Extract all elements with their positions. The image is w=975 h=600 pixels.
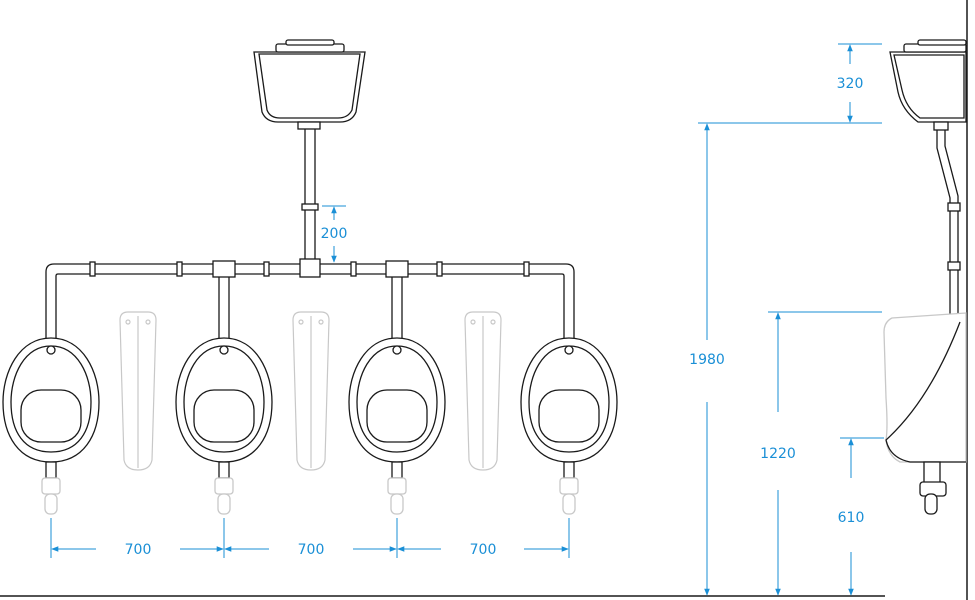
divider-2 bbox=[292, 311, 330, 471]
divider-3 bbox=[464, 311, 502, 471]
side-cistern-icon bbox=[889, 39, 967, 330]
spacing-label-2: 700 bbox=[298, 542, 325, 558]
urinal-group bbox=[2, 337, 618, 515]
drop-label: 200 bbox=[321, 226, 348, 242]
urinal-4 bbox=[520, 337, 618, 515]
urinal-top-label: 1220 bbox=[760, 446, 796, 462]
urinal-2 bbox=[175, 337, 273, 515]
drop-dimension bbox=[322, 205, 346, 263]
urinal-lip-label: 610 bbox=[838, 510, 865, 526]
spacing-dimensions bbox=[50, 518, 570, 558]
urinal-lip-dimension bbox=[840, 437, 884, 596]
divider-group bbox=[119, 311, 502, 471]
side-urinal-icon bbox=[883, 312, 967, 515]
spacing-label-1: 700 bbox=[125, 542, 152, 558]
mount-height-label: 1980 bbox=[689, 352, 725, 368]
cistern-icon bbox=[253, 39, 366, 262]
front-view: 700 700 700 200 bbox=[2, 39, 618, 558]
urinal-top-dimension bbox=[768, 311, 882, 596]
flush-manifold-pipe bbox=[45, 258, 575, 340]
divider-1 bbox=[119, 311, 157, 471]
spacing-label-3: 700 bbox=[470, 542, 497, 558]
cistern-height-dimension bbox=[698, 43, 882, 124]
urinal-3 bbox=[348, 337, 446, 515]
cistern-height-label: 320 bbox=[837, 76, 864, 92]
urinal-1 bbox=[2, 337, 100, 515]
